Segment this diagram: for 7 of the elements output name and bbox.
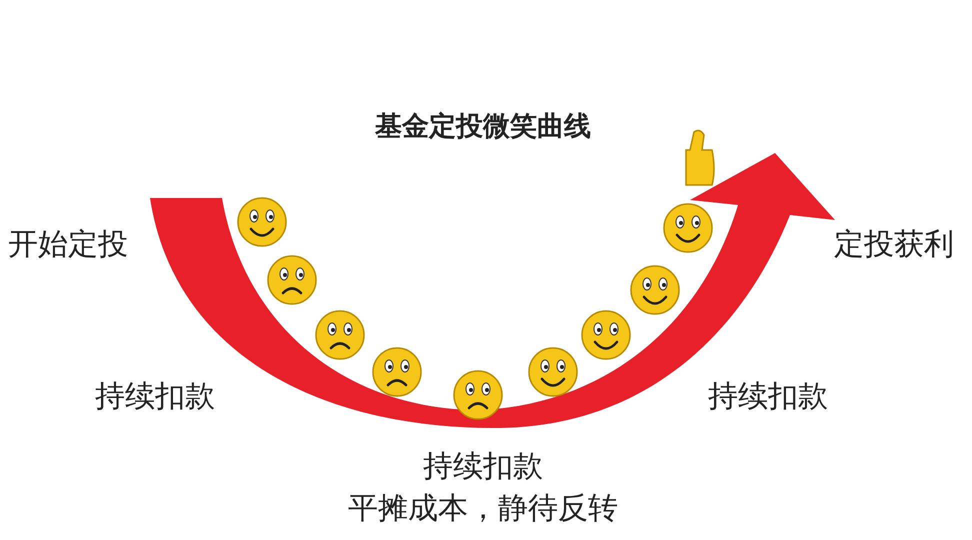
stage-label: 开始定投 bbox=[8, 228, 128, 261]
title: 基金定投微笑曲线 bbox=[375, 112, 591, 142]
stage-label: 持续扣款 bbox=[708, 380, 828, 413]
stage-label: 持续扣款 bbox=[423, 450, 543, 483]
stage-label: 定投获利 bbox=[834, 228, 954, 261]
stage-label: 持续扣款 bbox=[95, 380, 215, 413]
stage-label: 平摊成本，静待反转 bbox=[348, 492, 618, 525]
